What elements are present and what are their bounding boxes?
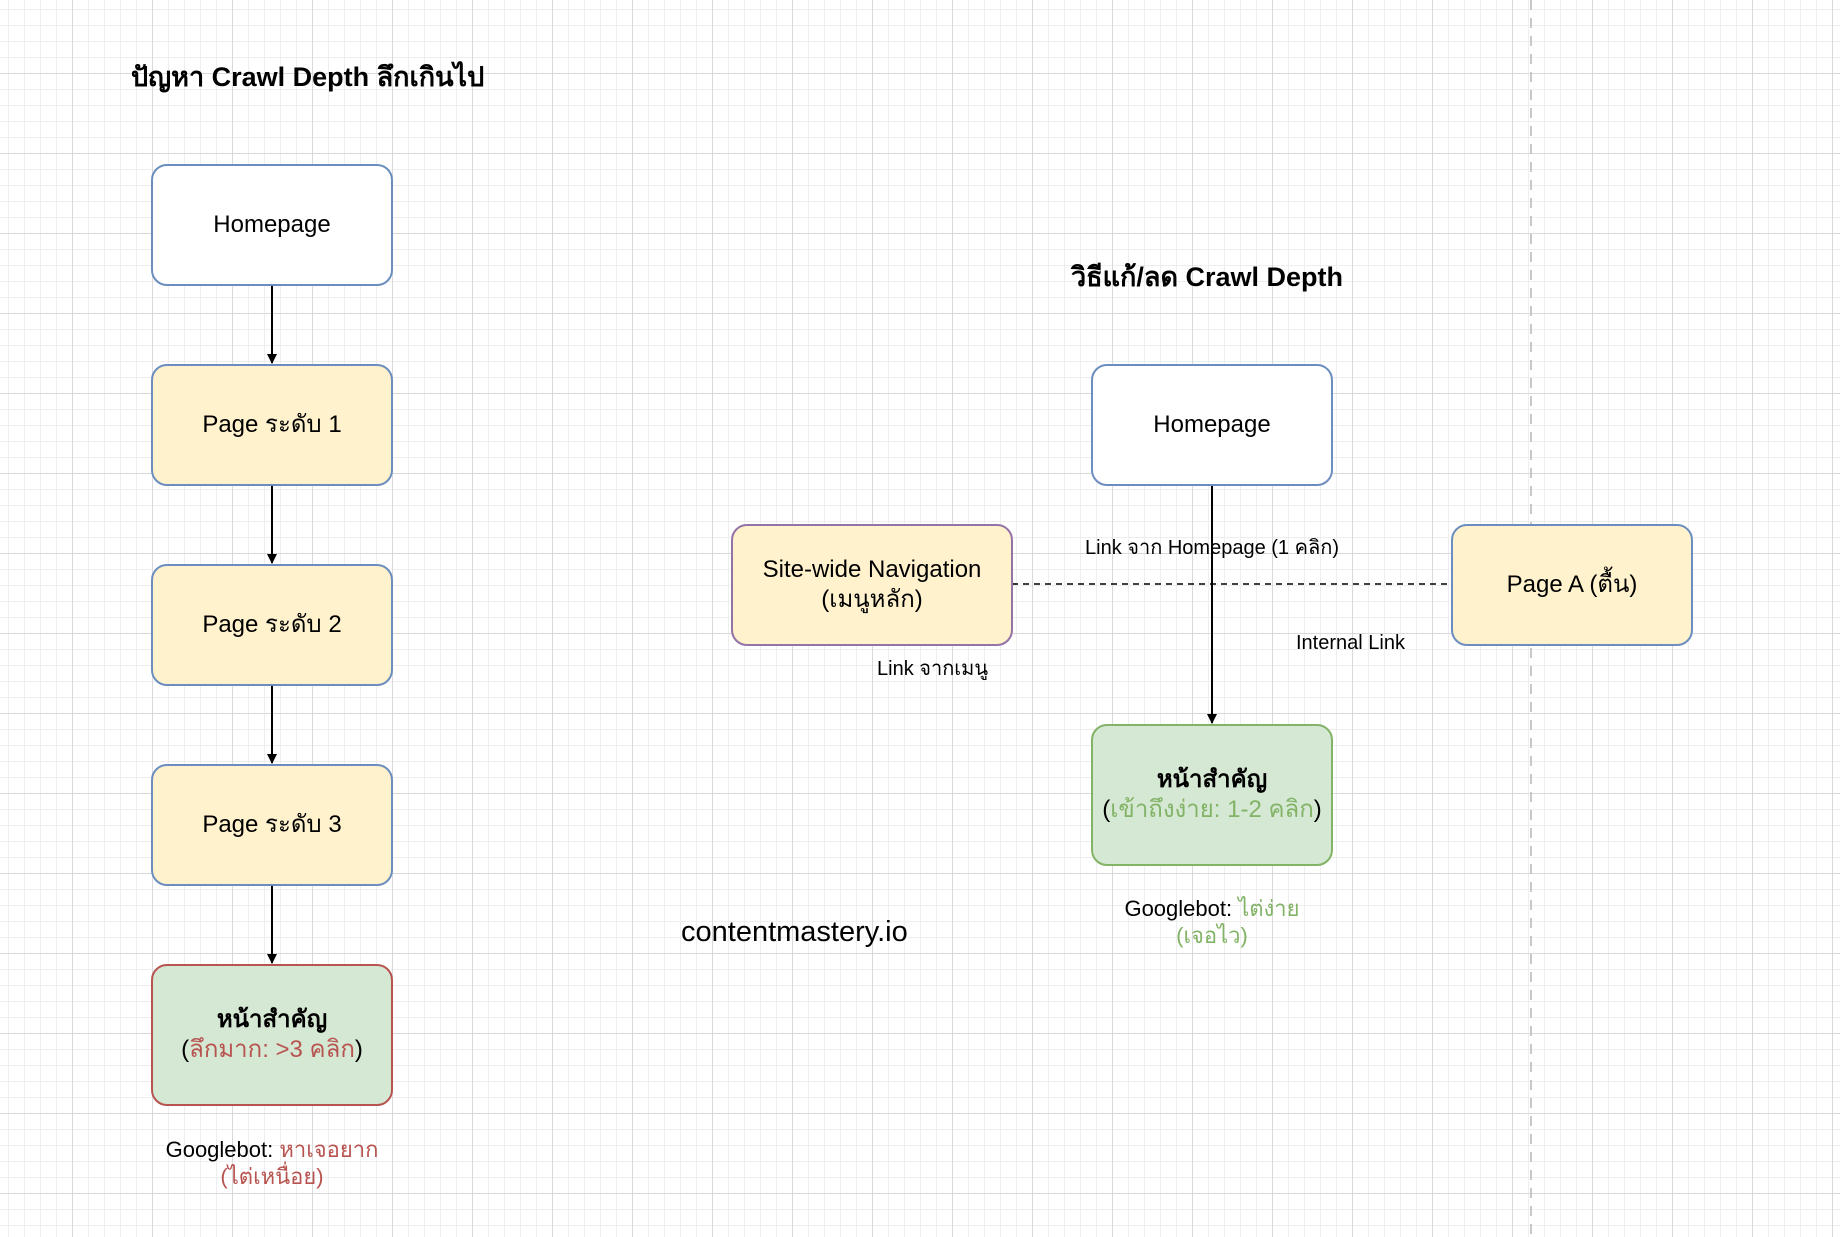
left-level1-node: Page ระดับ 1 — [151, 364, 393, 486]
right-googlebot-note: (เจอไว) — [1176, 923, 1248, 948]
left-level1-label: Page ระดับ 1 — [202, 411, 342, 438]
left-diagram-title: ปัญหา Crawl Depth ลึกเกินไป — [131, 62, 485, 92]
right-important-title: หน้าสำคัญ — [1156, 766, 1268, 793]
page-a-node: Page A (ตื้น) — [1451, 524, 1693, 646]
site-watermark: contentmastery.io — [681, 916, 908, 948]
left-googlebot-status: หาเจอยาก — [279, 1137, 379, 1162]
left-googlebot-note: (ไต่เหนื่อย) — [220, 1164, 324, 1189]
left-important-node: หน้าสำคัญ (ลึกมาก: >3 คลิก) — [151, 964, 393, 1106]
right-googlebot-status: ไต่ง่าย — [1238, 896, 1300, 921]
left-homepage-node: Homepage — [151, 164, 393, 286]
left-important-depth: ลึกมาก: >3 คลิก — [189, 1036, 355, 1063]
right-diagram-title: วิธีแก้/ลด Crawl Depth — [1071, 262, 1343, 292]
navigation-label-line1: Site-wide Navigation — [762, 556, 982, 583]
right-important-detail-line: (เข้าถึงง่าย: 1-2 คลิก) — [1102, 796, 1322, 823]
edge-label-menu-link: Link จากเมนู — [877, 658, 988, 680]
left-important-detail-line: (ลึกมาก: >3 คลิก) — [181, 1036, 363, 1063]
edge-label-homepage-link: Link จาก Homepage (1 คลิก) — [1085, 537, 1340, 559]
right-important-node: หน้าสำคัญ (เข้าถึงง่าย: 1-2 คลิก) — [1091, 724, 1333, 866]
left-homepage-label: Homepage — [213, 211, 331, 238]
right-important-depth: เข้าถึงง่าย: 1-2 คลิก — [1110, 796, 1314, 823]
page-a-label: Page A (ตื้น) — [1506, 571, 1638, 598]
left-level2-node: Page ระดับ 2 — [151, 564, 393, 686]
left-level3-label: Page ระดับ 3 — [202, 811, 342, 838]
site-wide-navigation-node: Site-wide Navigation (เมนูหลัก) — [731, 524, 1013, 646]
navigation-label-line2: (เมนูหลัก) — [821, 586, 923, 613]
right-googlebot-caption: Googlebot: ไต่ง่าย (เจอไว) — [1092, 895, 1332, 949]
edge-label-internal-link: Internal Link — [1296, 632, 1405, 654]
left-level3-node: Page ระดับ 3 — [151, 764, 393, 886]
left-level2-label: Page ระดับ 2 — [202, 611, 342, 638]
right-homepage-label: Homepage — [1153, 411, 1271, 438]
left-googlebot-caption: Googlebot: หาเจอยาก (ไต่เหนื่อย) — [152, 1136, 392, 1190]
right-homepage-node: Homepage — [1091, 364, 1333, 486]
left-important-title: หน้าสำคัญ — [216, 1006, 328, 1033]
